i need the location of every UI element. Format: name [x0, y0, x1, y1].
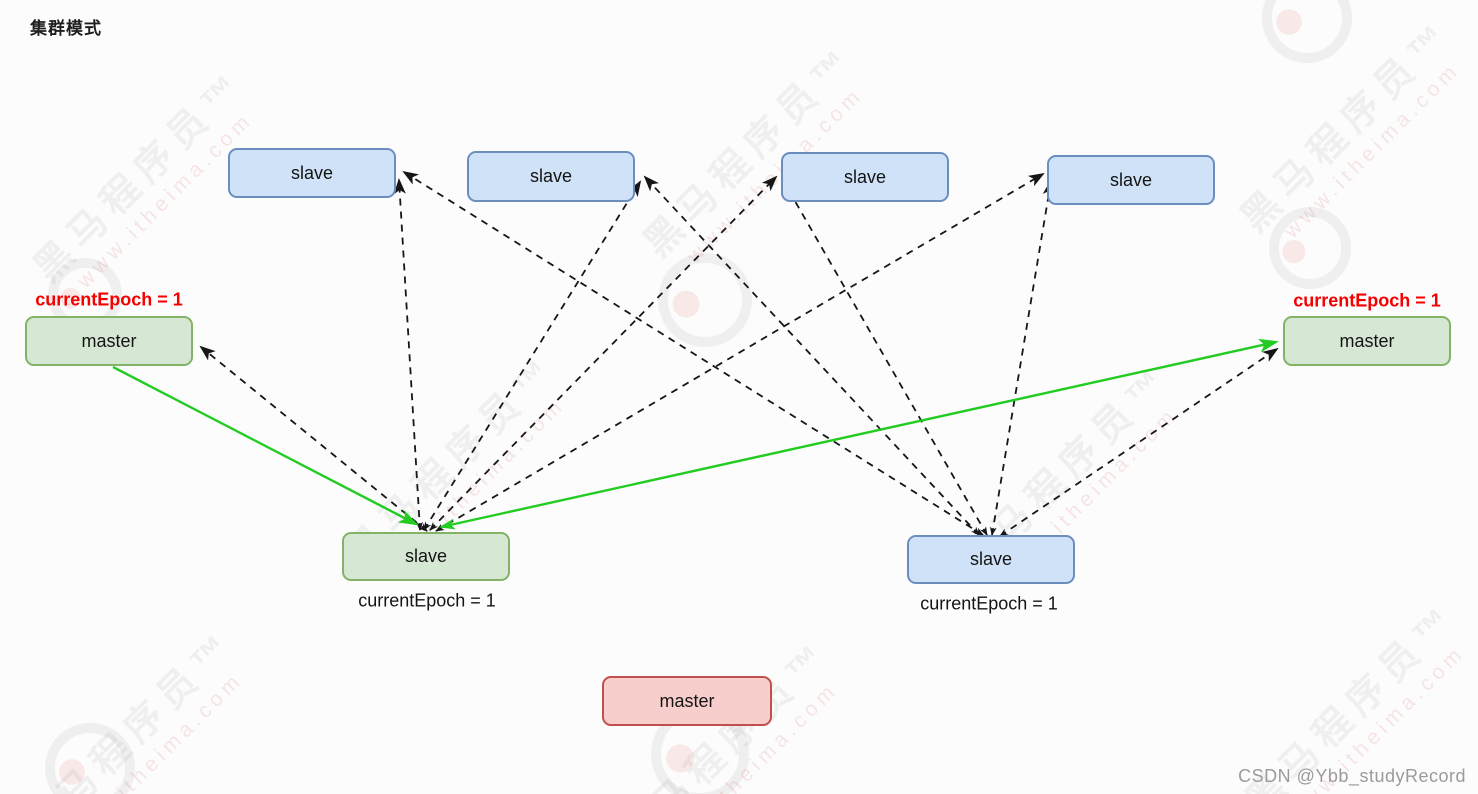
epoch-slave-bottom-right: currentEpoch = 1 — [920, 593, 1058, 614]
node-label: master — [659, 690, 715, 711]
itheima-logo-star — [1276, 9, 1302, 35]
node-slave-top-4: slave — [1047, 155, 1215, 205]
edge-cand-to-master-right — [439, 338, 1279, 530]
node-label: slave — [404, 546, 448, 566]
node-label: slave — [529, 166, 573, 186]
itheima-logo-star — [60, 287, 81, 309]
itheima-logo-star — [59, 759, 85, 785]
node-slave-top-1: slave — [228, 148, 396, 198]
itheima-logo-circle — [1269, 207, 1351, 289]
edge-cand-to-slave3 — [429, 175, 778, 531]
node-slave-top-2: slave — [467, 151, 635, 202]
itheima-logo-star — [1282, 240, 1306, 264]
node-master-left: master — [25, 316, 193, 366]
node-label: slave — [843, 166, 887, 187]
node-label: slave — [290, 162, 334, 183]
itheima-logo-circle — [45, 723, 135, 794]
edge-cand-to-master-left — [199, 345, 428, 532]
node-label: master — [1339, 330, 1395, 351]
edge-br-to-slave4 — [989, 179, 1055, 536]
node-label: slave — [969, 549, 1013, 569]
edge-cand-to-slave4 — [435, 172, 1045, 532]
itheima-logo-star — [666, 744, 695, 773]
epoch-master-left: currentEpoch = 1 — [35, 289, 183, 310]
edge-br-to-slave1 — [402, 170, 984, 536]
node-master-right: master — [1283, 316, 1451, 366]
node-slave-top-3: slave — [781, 152, 949, 202]
node-master-down: master — [602, 676, 772, 726]
edge-cand-to-slave1 — [393, 178, 424, 531]
edge-br-to-master-right — [999, 347, 1279, 537]
node-label: master — [81, 330, 137, 351]
epoch-slave-candidate: currentEpoch = 1 — [358, 590, 496, 611]
node-label: slave — [1109, 169, 1153, 190]
epoch-master-right: currentEpoch = 1 — [1293, 290, 1441, 311]
edge-cand-to-slave2 — [423, 180, 642, 531]
csdn-credit: CSDN @Ybb_studyRecord — [1238, 766, 1466, 786]
itheima-logo-circle — [1262, 0, 1352, 63]
edge-br-to-slave3 — [783, 180, 988, 536]
node-slave-candidate: slave — [342, 532, 510, 581]
edge-master-left-to-cand — [112, 365, 419, 526]
diagram-title: 集群模式 — [30, 19, 102, 38]
node-slave-bottom-right: slave — [907, 535, 1075, 584]
